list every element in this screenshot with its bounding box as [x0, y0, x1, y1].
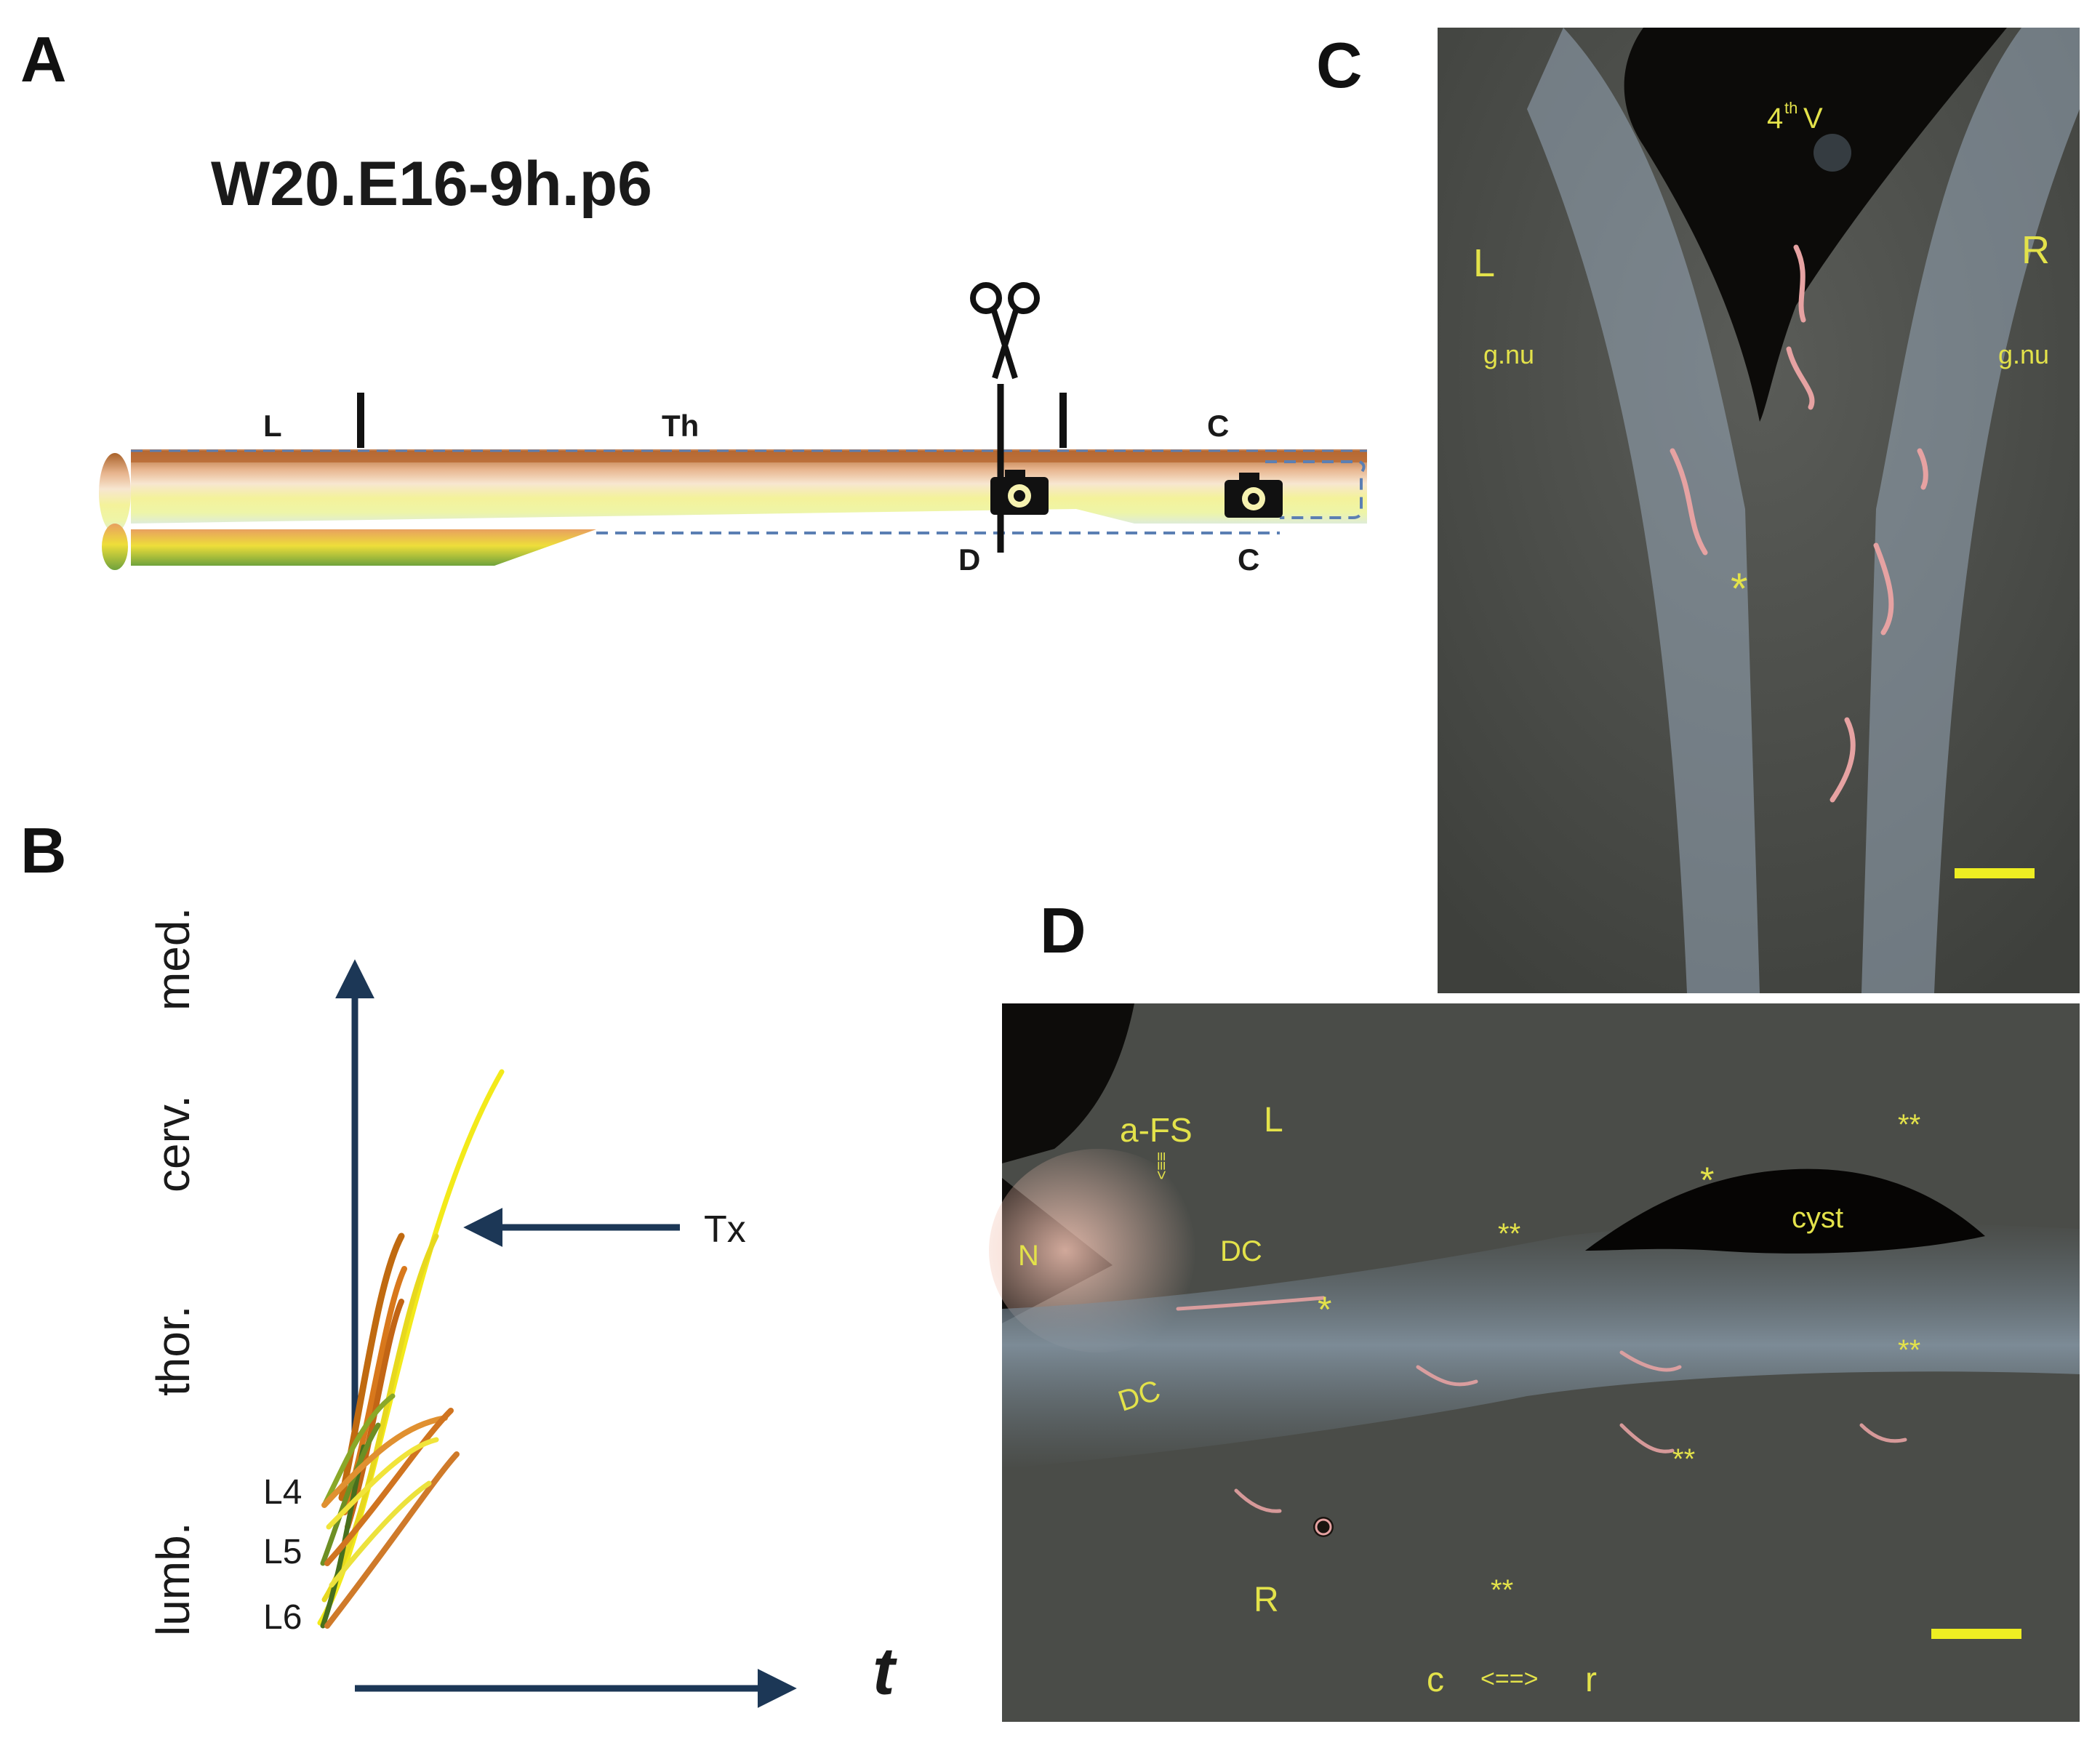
label-dstar-5: **: [1491, 1574, 1513, 1606]
segment-divider-th-c: [1059, 393, 1067, 448]
label-afs: a-FS: [1120, 1111, 1193, 1149]
panel-separator: [1002, 993, 2080, 1003]
label-fourth-ventricle-v: V: [1803, 103, 1823, 135]
section-label-c: C: [1238, 542, 1259, 577]
region-label-cervical: cerv.: [147, 1095, 199, 1192]
cord-end-cap-bottom: [102, 524, 128, 570]
panel-b: B lumb. thor. cerv. med. t Tx L4 L5 L6: [20, 814, 897, 1709]
panel-d-letter: D: [1040, 894, 1086, 966]
micrograph-d: [989, 1003, 2080, 1722]
scissors-icon: [970, 282, 1040, 380]
camera-icon-c: [1225, 473, 1283, 518]
segment-divider-l-th: [357, 393, 364, 448]
cord-lesion-outline: [596, 460, 1366, 534]
tx-label: Tx: [704, 1208, 746, 1251]
segment-label-cervical: C: [1207, 409, 1229, 443]
panel-a-letter: A: [20, 23, 67, 95]
level-label-l5: L5: [263, 1533, 302, 1571]
camera-icon-d: [990, 470, 1049, 515]
label-fourth-ventricle-sup: th: [1784, 99, 1798, 117]
panel-b-letter: B: [20, 814, 67, 886]
region-label-medulla: med.: [147, 907, 199, 1011]
label-gnu-right: g.nu: [1998, 340, 2049, 369]
label-afs-arrow: ≡≡>: [1153, 1152, 1171, 1180]
label-dc-upper: DC: [1220, 1235, 1262, 1267]
cyst: [1585, 1168, 1985, 1254]
label-l-d: L: [1264, 1101, 1283, 1139]
panel-d: D N a-F: [989, 894, 2080, 1722]
label-dstar-3: **: [1898, 1334, 1920, 1366]
label-cyst: cyst: [1792, 1202, 1843, 1234]
label-r-d: R: [1254, 1581, 1279, 1619]
fiber-curve-yellow-4: [329, 1480, 432, 1588]
fiber-curve-orange-5: [324, 1408, 454, 1566]
level-label-l4: L4: [263, 1473, 302, 1512]
segment-label-thoracic: Th: [662, 409, 699, 443]
white-matter-left-c: [1527, 28, 1760, 993]
label-dstar-2: **: [1898, 1109, 1920, 1141]
cord-end-cap-top: [99, 453, 131, 533]
label-star-c: *: [1731, 564, 1747, 613]
label-rostral: r: [1585, 1661, 1597, 1699]
scale-bar-c: [1955, 868, 2035, 878]
region-label-thoracic: thor.: [147, 1305, 199, 1396]
panel-c: C 4 th V L R g.nu g.nu *: [1316, 28, 2080, 993]
label-star-d-1: *: [1318, 1289, 1331, 1330]
fiber-curve-orange-6: [324, 1451, 460, 1629]
fiber-curve-yellow-2: [321, 1233, 439, 1603]
scale-bar-d: [1931, 1629, 2021, 1639]
label-gnu-left: g.nu: [1483, 340, 1534, 369]
white-matter-right-c: [1861, 28, 2080, 993]
x-axis-label: t: [873, 1635, 897, 1709]
label-dstar-1: **: [1498, 1218, 1520, 1250]
cord-lower-band: [131, 449, 1367, 462]
label-dstar-4: **: [1672, 1443, 1695, 1475]
vessels-c: [1670, 244, 1928, 803]
label-direction-arrow: <==>: [1480, 1665, 1538, 1693]
level-label-l6: L6: [263, 1598, 302, 1637]
label-n: N: [1018, 1240, 1039, 1272]
micrograph-c: [1438, 28, 2080, 993]
fiber-curve-green-2: [320, 1422, 381, 1566]
fiber-curve-green-3: [321, 1393, 396, 1508]
dark-region-d: [1002, 1003, 1134, 1163]
fiber-curve-yellow-3: [326, 1437, 439, 1530]
panel-a-title: W20.E16-9h.p6: [211, 149, 652, 219]
vessels-d: [1176, 1296, 1907, 1513]
fourth-ventricle: [1624, 28, 2007, 422]
label-right-c: R: [2021, 228, 2050, 272]
label-fourth-ventricle: 4: [1767, 103, 1783, 135]
cord-lower-bundle: [131, 529, 596, 566]
spinal-cord-schematic: [99, 449, 1367, 570]
label-caudal: c: [1427, 1661, 1444, 1699]
grey-band-d: [1002, 1222, 2080, 1469]
fiber-curves: [317, 1069, 505, 1629]
cord-upper-bundle: [131, 451, 1367, 524]
label-left-c: L: [1473, 241, 1495, 285]
section-label-d: D: [958, 542, 980, 577]
panel-c-letter: C: [1316, 29, 1363, 101]
panel-a: A W20.E16-9h.p6 L Th C: [20, 23, 1367, 577]
segment-label-lumbar: L: [263, 409, 282, 443]
label-star-d-2: *: [1700, 1160, 1714, 1200]
fiber-curve-orange-4: [321, 1415, 448, 1508]
region-label-lumbar: lumb.: [147, 1523, 199, 1637]
